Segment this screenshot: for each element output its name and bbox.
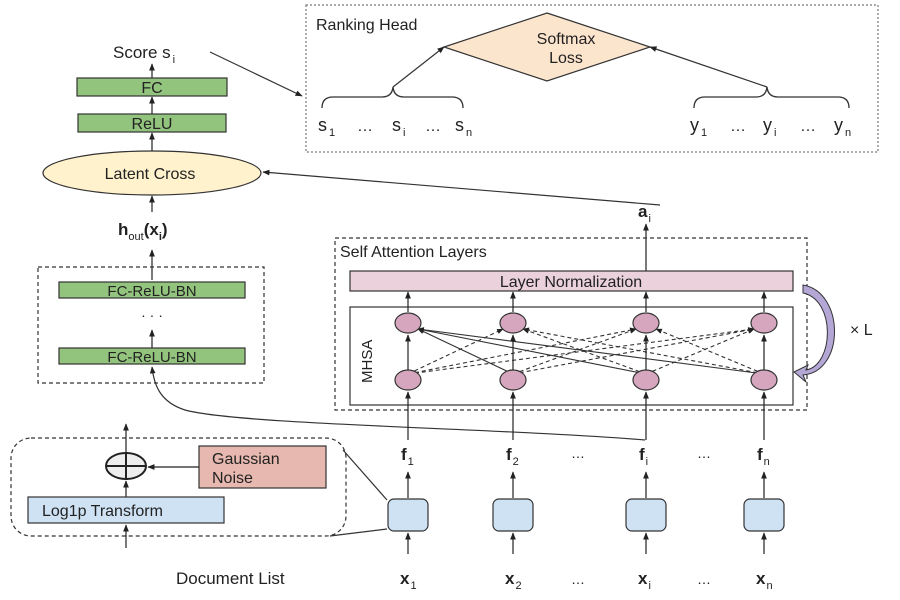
log1p-block	[27, 496, 225, 524]
zoom-line-bottom	[329, 528, 388, 537]
mhsa-label: MHSA	[359, 340, 376, 383]
embedding-box	[387, 498, 429, 532]
scores-ellipsis-2: …	[425, 118, 441, 135]
attention-edge	[417, 327, 765, 375]
labels-to-loss-arrow	[649, 46, 768, 88]
embedding-box	[743, 498, 785, 532]
ranking-head-box	[305, 4, 879, 153]
score-to-ranking-arrow	[209, 51, 303, 97]
embedding-box	[625, 498, 667, 532]
fc-relu-bn-bottom-label: FC-ReLU-BN	[107, 349, 196, 366]
feature-ellipsis: …	[571, 445, 585, 461]
stack-ellipsis: · · ·	[141, 307, 163, 323]
scores-to-loss-arrow	[392, 46, 445, 88]
noise-label: Noise	[212, 470, 253, 487]
input-label: x2	[505, 569, 522, 592]
ai-to-latent-arrow	[262, 169, 661, 206]
document-columns: f1 x1 f2 x2 fi xi fn xn … … … …	[387, 391, 785, 592]
relu-label: ReLU	[132, 116, 173, 133]
mhsa-box	[349, 306, 794, 406]
fc-relu-bn-bottom-block	[58, 347, 246, 365]
feature-label: fi	[639, 445, 648, 468]
feature-label: f1	[401, 445, 414, 468]
labels-brace	[693, 86, 850, 109]
repeat-arrow-icon	[793, 284, 835, 383]
fc-relu-bn-top-label: FC-ReLU-BN	[107, 283, 196, 300]
softmax-label: Softmax	[537, 31, 596, 48]
labels-ellipsis-1: …	[730, 118, 746, 135]
input-ellipsis: …	[697, 571, 711, 587]
feature-ellipsis: …	[697, 445, 711, 461]
preprocess-box	[10, 437, 347, 537]
attention-output-node	[632, 312, 660, 334]
zoom-line-top	[342, 449, 388, 501]
h-out-label: hout(xi)	[118, 220, 168, 243]
fc-block	[76, 77, 228, 97]
attention-output-node	[499, 312, 527, 334]
attention-edge	[407, 327, 637, 375]
ai-label: ai	[638, 202, 651, 225]
attention-edge	[522, 327, 765, 375]
preprocess-block: Gaussian Noise Log1p Transform	[10, 423, 388, 548]
attention-edge	[407, 328, 504, 375]
gaussian-noise-block	[198, 445, 327, 489]
self-attention-title: Self Attention Layers	[340, 244, 487, 261]
feature-label: f2	[506, 445, 519, 468]
attention-input-node	[499, 369, 527, 391]
layer-normalization-block	[349, 270, 794, 292]
fc-relu-bn-top-block	[58, 281, 246, 299]
attention-input-node	[750, 369, 778, 391]
input-label: xn	[756, 569, 773, 592]
ranking-head-title: Ranking Head	[316, 17, 417, 34]
fi-to-tower-arrow	[149, 366, 646, 441]
repeat-label: × L	[850, 322, 873, 339]
softmax-loss-diamond	[442, 12, 652, 82]
attention-edge	[407, 327, 755, 375]
relu-block	[77, 113, 227, 133]
latent-cross-ellipse	[42, 150, 262, 196]
layer-normalization-label: Layer Normalization	[500, 274, 642, 291]
attention-edge	[417, 328, 514, 375]
input-label: x1	[400, 569, 417, 592]
attention-input-node	[632, 369, 660, 391]
input-ellipsis: …	[571, 571, 585, 587]
gaussian-label: Gaussian	[212, 451, 280, 468]
input-label: xi	[638, 569, 651, 592]
attention-input-node	[394, 369, 422, 391]
latent-cross-label: Latent Cross	[105, 166, 196, 183]
attention-output-node	[750, 312, 778, 334]
labels-ellipsis-2: …	[800, 118, 816, 135]
attention-edge	[417, 327, 647, 375]
log1p-label: Log1p Transform	[42, 503, 163, 520]
attention-output-node	[394, 312, 422, 334]
feature-label: fn	[757, 445, 770, 468]
attention-edge	[512, 328, 637, 375]
fc-label: FC	[141, 80, 162, 97]
attention-edge	[645, 328, 755, 375]
fc-relu-bn-stack-box	[37, 266, 265, 384]
mhsa-graph	[394, 291, 778, 391]
document-list-label: Document List	[176, 569, 285, 588]
embedding-box	[492, 498, 534, 532]
attention-edge	[512, 327, 755, 375]
loss-label: Loss	[549, 50, 583, 67]
scores-ellipsis-1: …	[357, 118, 373, 135]
attention-edge	[655, 328, 765, 375]
scores-brace	[321, 86, 464, 109]
self-attention-block: ai Self Attention Layers Layer Normaliza…	[262, 169, 873, 411]
